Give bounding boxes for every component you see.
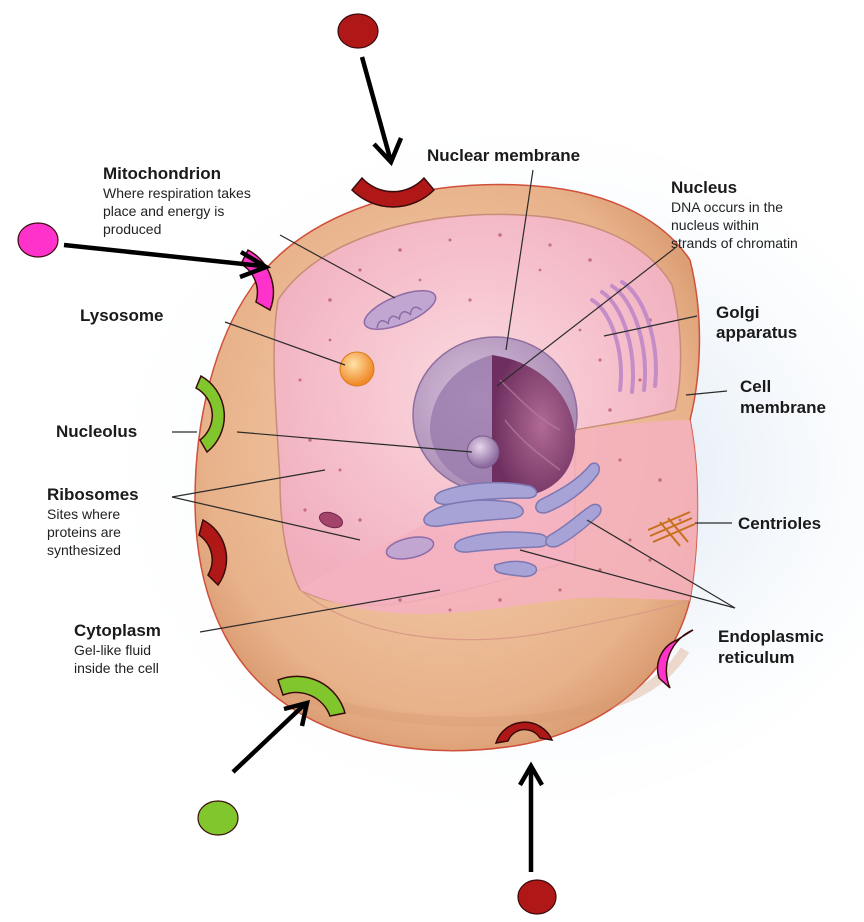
label-mitochondrion-desc-3: produced <box>103 221 161 237</box>
ligand-red-top <box>338 14 378 48</box>
label-cell-membrane-1: Cell <box>740 377 771 396</box>
label-nucleus-desc-3: strands of chromatin <box>671 235 798 251</box>
label-er-1: Endoplasmic <box>718 627 824 646</box>
label-cytoplasm-title: Cytoplasm <box>74 621 161 640</box>
label-golgi-1: Golgi <box>716 303 759 322</box>
label-nucleus-desc-1: DNA occurs in the <box>671 199 783 215</box>
label-mitochondrion-desc-2: place and energy is <box>103 203 224 219</box>
ligand-magenta <box>18 223 58 257</box>
label-ribosomes-desc-3: synthesized <box>47 542 121 558</box>
label-nucleolus: Nucleolus <box>56 422 137 441</box>
label-centrioles: Centrioles <box>738 514 821 533</box>
label-cell-membrane-2: membrane <box>740 398 826 417</box>
label-nucleus-title: Nucleus <box>671 178 737 197</box>
label-nuclear-membrane: Nuclear membrane <box>427 146 580 165</box>
label-ribosomes-title: Ribosomes <box>47 485 139 504</box>
label-cytoplasm-desc-1: Gel-like fluid <box>74 642 151 658</box>
label-mitochondrion-title: Mitochondrion <box>103 164 221 183</box>
ligand-red-bottom <box>518 880 556 914</box>
label-golgi-2: apparatus <box>716 323 797 342</box>
label-ribosomes-desc-1: Sites where <box>47 506 120 522</box>
label-ribosomes-desc-2: proteins are <box>47 524 121 540</box>
label-cytoplasm-desc-2: inside the cell <box>74 660 159 676</box>
label-nucleus-desc-2: nucleus within <box>671 217 759 233</box>
lysosome-organelle <box>340 352 374 386</box>
label-mitochondrion-desc-1: Where respiration takes <box>103 185 251 201</box>
label-lysosome: Lysosome <box>80 306 163 325</box>
label-er-2: reticulum <box>718 648 795 667</box>
nucleus-organelle <box>413 337 577 495</box>
ligand-green <box>198 801 238 835</box>
